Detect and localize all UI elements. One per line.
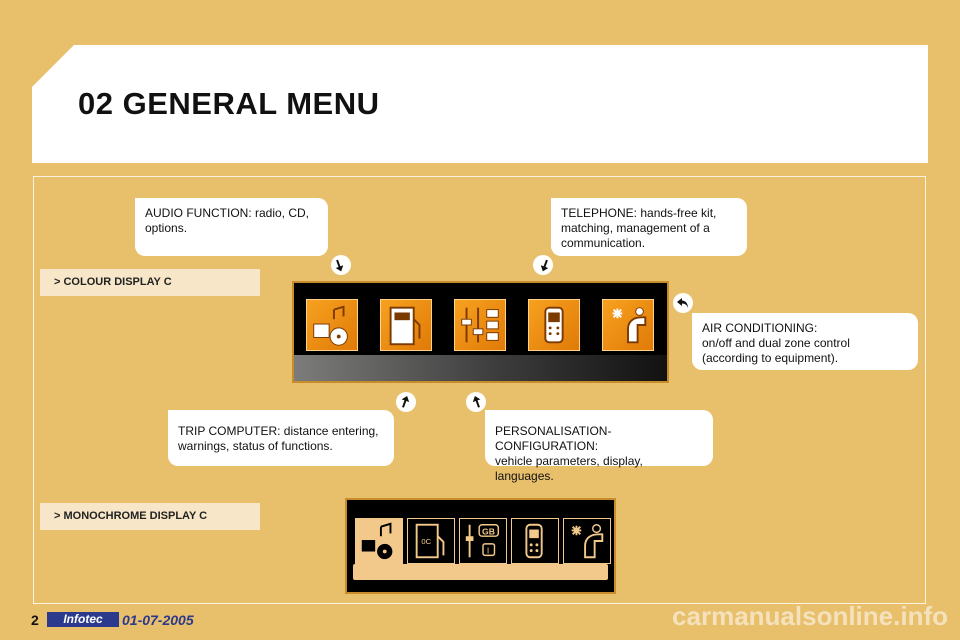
air-conditioning-icon[interactable] [602, 299, 654, 351]
watermark: carmanualsonline.info [672, 601, 948, 631]
language-i-text: I [487, 545, 489, 555]
arrow-down-right-icon [331, 255, 351, 275]
telephone-icon[interactable] [528, 299, 580, 351]
arrow-back-icon [673, 293, 693, 313]
callout-personalisation-text: vehicle parameters, display, languages. [495, 454, 643, 483]
page-number: 2 [31, 612, 39, 628]
arrow-down-left-icon [533, 255, 553, 275]
fuel-gauge-text: 0C [421, 537, 431, 546]
callout-air-text: on/off and dual zone control (according … [702, 336, 850, 365]
content-frame [33, 176, 926, 604]
callout-air-conditioning: AIR CONDITIONING: on/off and dual zone c… [692, 313, 918, 370]
callout-air-title: AIR CONDITIONING: [702, 321, 818, 335]
telephone-icon-mono[interactable] [511, 518, 559, 564]
infotec-logo: Infotec [47, 612, 119, 627]
personalisation-icon[interactable] [454, 299, 506, 351]
air-conditioning-icon-mono[interactable] [563, 518, 611, 564]
callout-telephone: TELEPHONE: hands-free kit, matching, man… [551, 198, 747, 256]
footer-date: 01-07-2005 [122, 612, 194, 628]
header-panel [32, 45, 928, 163]
trip-computer-icon-mono[interactable]: 0C [407, 518, 455, 564]
arrow-up-right-icon [396, 392, 416, 412]
audio-icon[interactable] [306, 299, 358, 351]
language-gb-text: GB [482, 526, 495, 536]
callout-personalisation-title: PERSONALISATION-CONFIGURATION: [495, 424, 612, 453]
monochrome-display-screen: 0C GB I [345, 498, 616, 594]
colour-display-screen [292, 281, 669, 383]
callout-personalisation: PERSONALISATION-CONFIGURATION: vehicle p… [485, 410, 713, 483]
screen-status-bar-mono [353, 564, 608, 580]
screen-status-bar [294, 355, 667, 381]
page-title: 02 GENERAL MENU [78, 86, 380, 121]
trip-computer-icon[interactable] [380, 299, 432, 351]
personalisation-icon-mono[interactable]: GB I [459, 518, 507, 564]
section-monochrome-display: > MONOCHROME DISPLAY C [40, 503, 260, 530]
arrow-up-left-icon [466, 392, 486, 412]
audio-icon-mono[interactable] [355, 518, 403, 564]
section-colour-display: > COLOUR DISPLAY C [40, 269, 260, 296]
callout-audio: AUDIO FUNCTION: radio, CD, options. [135, 198, 328, 256]
callout-trip-computer: TRIP COMPUTER: distance entering, warnin… [168, 410, 394, 466]
